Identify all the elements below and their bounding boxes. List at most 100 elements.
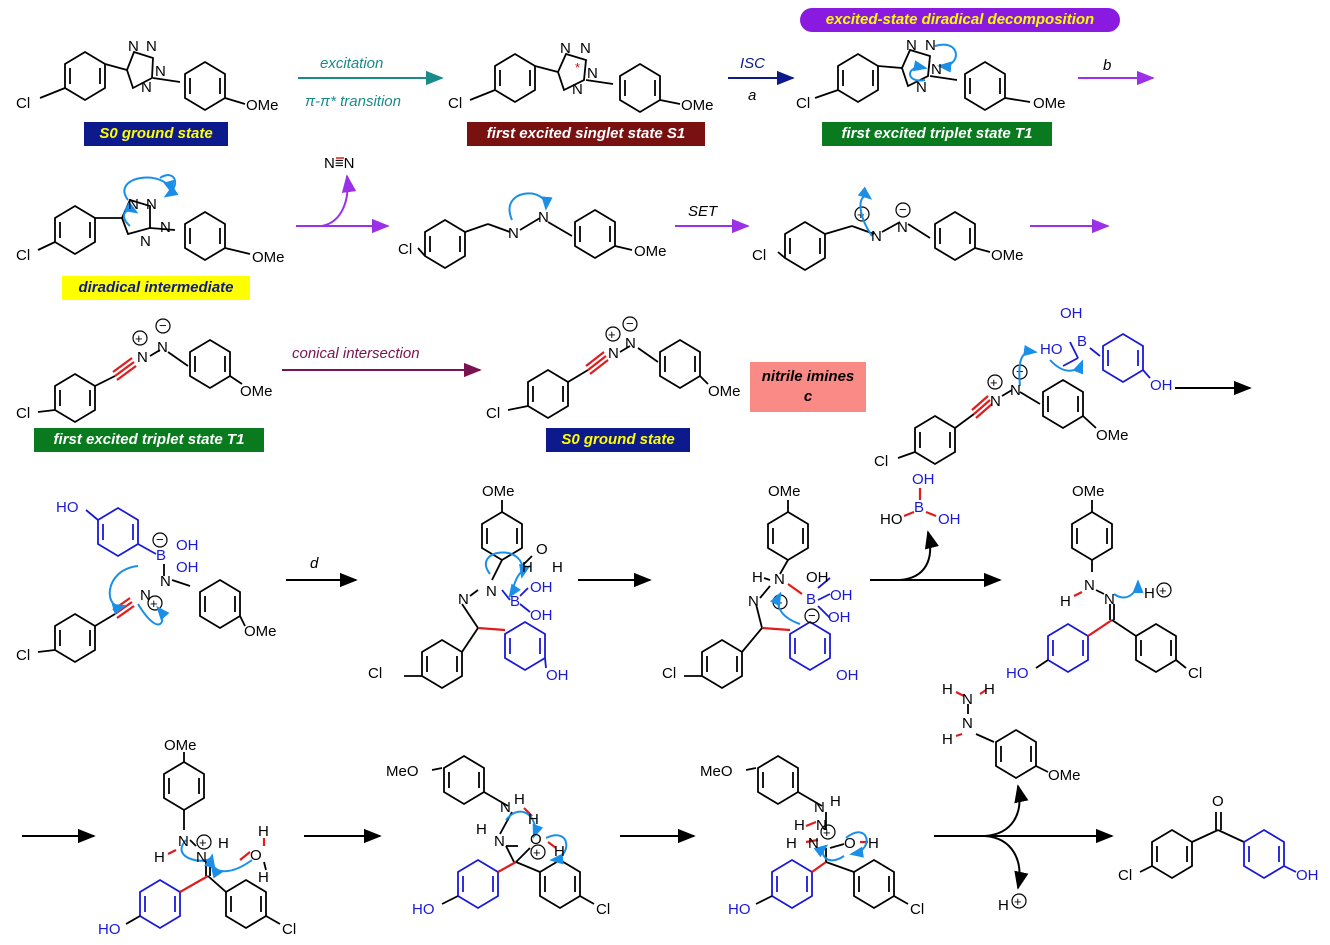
hydrazine-n-label: N [962, 691, 973, 708]
amine-n-label: N [774, 571, 785, 588]
chlorine-label: Cl [874, 453, 888, 470]
tetrazole-n-label: N [906, 37, 917, 54]
hydrazine-h-label: H [476, 821, 487, 838]
svg-text:−: − [899, 202, 907, 217]
n2-release-arrow [321, 174, 357, 227]
oxonium-o-label: O [530, 831, 542, 848]
molecule-carbinolamine-2: + [745, 754, 909, 910]
water-h-label: H [522, 559, 533, 576]
hydrazine-h-label: H [794, 817, 805, 834]
step-a-label: a [748, 87, 756, 104]
hydrazone-n-label: N [897, 219, 908, 236]
boronic-oh-label: OH [806, 569, 829, 586]
svg-text:+: + [990, 375, 998, 390]
methoxy-label: OMe [252, 249, 285, 266]
nitrile-imine-n-label: N [1010, 382, 1021, 399]
dinitrogen-label: N≡N [324, 155, 354, 172]
molecule-hydrazonoyl-diradical [417, 192, 633, 270]
tetrazole-n-label: N [916, 79, 927, 96]
boronic-oh-label: OH [176, 559, 199, 576]
chlorine-label: Cl [448, 95, 462, 112]
methoxy-label: OMe [1048, 767, 1081, 784]
hydrazine-h-label: H [942, 681, 953, 698]
molecule-benzophenone-product [1139, 812, 1297, 880]
methoxy-label: MeO [386, 763, 419, 780]
amine-h-label: H [154, 849, 165, 866]
svg-text:−: − [626, 316, 634, 331]
tetrazole-n-label: N [128, 196, 139, 213]
first-excited-triplet-label-top: first excited triplet state T1 [822, 122, 1052, 146]
molecule-aryl-migration-intermediate [404, 500, 547, 690]
hydrazine-n-label: N [500, 799, 511, 816]
boronic-oh-label: OH [828, 609, 851, 626]
tetrazole-n-label: N [141, 79, 152, 96]
water-o-label: O [536, 541, 548, 558]
boron-label: B [156, 547, 166, 564]
boric-acid-oh-label: OH [938, 511, 961, 528]
chlorine-label: Cl [752, 247, 766, 264]
amine-n-label: N [178, 833, 189, 850]
chlorine-label: Cl [596, 901, 610, 918]
svg-text:+: + [150, 596, 158, 611]
iminium-n-label: N [196, 849, 207, 866]
water-h-label: H [258, 823, 269, 840]
chlorine-label: Cl [398, 241, 412, 258]
methoxy-label: OMe [634, 243, 667, 260]
chlorine-label: Cl [910, 901, 924, 918]
pi-pi-transition-label: π-π* transition [305, 93, 401, 110]
water-h-label: H [258, 869, 269, 886]
chlorine-label: Cl [16, 405, 30, 422]
water-o-label: O [250, 847, 262, 864]
phenol-oh-label: HO [98, 921, 121, 938]
tetrazole-n-label: N [146, 196, 157, 213]
hydrazine-n-label: N [962, 715, 973, 732]
hydroxyl-o-label: O [844, 835, 856, 852]
methoxy-label: OMe [1033, 95, 1066, 112]
molecule-protonated-hydrazone: + [125, 752, 281, 930]
phenol-oh-label: OH [546, 667, 569, 684]
methoxy-label: OMe [1072, 483, 1105, 500]
chlorine-label: Cl [16, 247, 30, 264]
boron-label: B [510, 593, 520, 610]
svg-text:−: − [156, 532, 164, 547]
isc-label: ISC [740, 55, 765, 72]
iminium-h-label: H [218, 835, 229, 852]
hydrazine-h-label: H [830, 793, 841, 810]
chlorine-label: Cl [486, 405, 500, 422]
oxonium-h-label: H [528, 811, 539, 828]
molecule-tetrazole-t1 [814, 43, 1031, 112]
boronic-oh-label: OH [830, 587, 853, 604]
phenol-oh-label: HO [1006, 665, 1029, 682]
hydrazine-release-arrow [984, 784, 1029, 837]
plus-sign: + [1159, 583, 1167, 598]
nitrile-imines-title: nitrile imines [761, 368, 855, 385]
molecule-hydrazone [1035, 500, 1187, 674]
chlorine-label: Cl [1118, 867, 1132, 884]
ammonium-h-label: H [786, 835, 797, 852]
svg-text:+: + [533, 845, 541, 860]
methoxy-label: OMe [1096, 427, 1129, 444]
hydrazone-n-label: N [871, 228, 882, 245]
chlorine-label: Cl [662, 665, 676, 682]
step-b-label: b [1103, 57, 1111, 74]
carbonyl-o-label: O [1212, 793, 1224, 810]
chlorine-label: Cl [796, 95, 810, 112]
boronic-oh-label: OH [530, 607, 553, 624]
nitrile-imine-n-label: N [608, 345, 619, 362]
boron-label: B [1077, 333, 1087, 350]
imine-n-label: N [140, 587, 151, 604]
tetrazole-n-label: N [931, 61, 942, 78]
nitrile-imine-n-label: N [157, 339, 168, 356]
boronic-oh-label: OH [1060, 305, 1083, 322]
proton-label: H [1144, 585, 1155, 602]
molecule-nitrile-imine-boronic-acid: + − [897, 332, 1151, 466]
plus-sign: + [1014, 894, 1022, 909]
molecule-carbinolamine-1: + [431, 754, 595, 910]
molecule-boric-acid [903, 488, 937, 518]
first-excited-singlet-label: first excited singlet state S1 [467, 122, 705, 146]
s0-ground-state-label-bottom: S0 ground state [546, 428, 690, 452]
tetrazole-n-label: N [155, 63, 166, 80]
methoxy-label: OMe [482, 483, 515, 500]
oxonium-h-label: H [554, 843, 565, 860]
phenol-oh-label: OH [1296, 867, 1319, 884]
